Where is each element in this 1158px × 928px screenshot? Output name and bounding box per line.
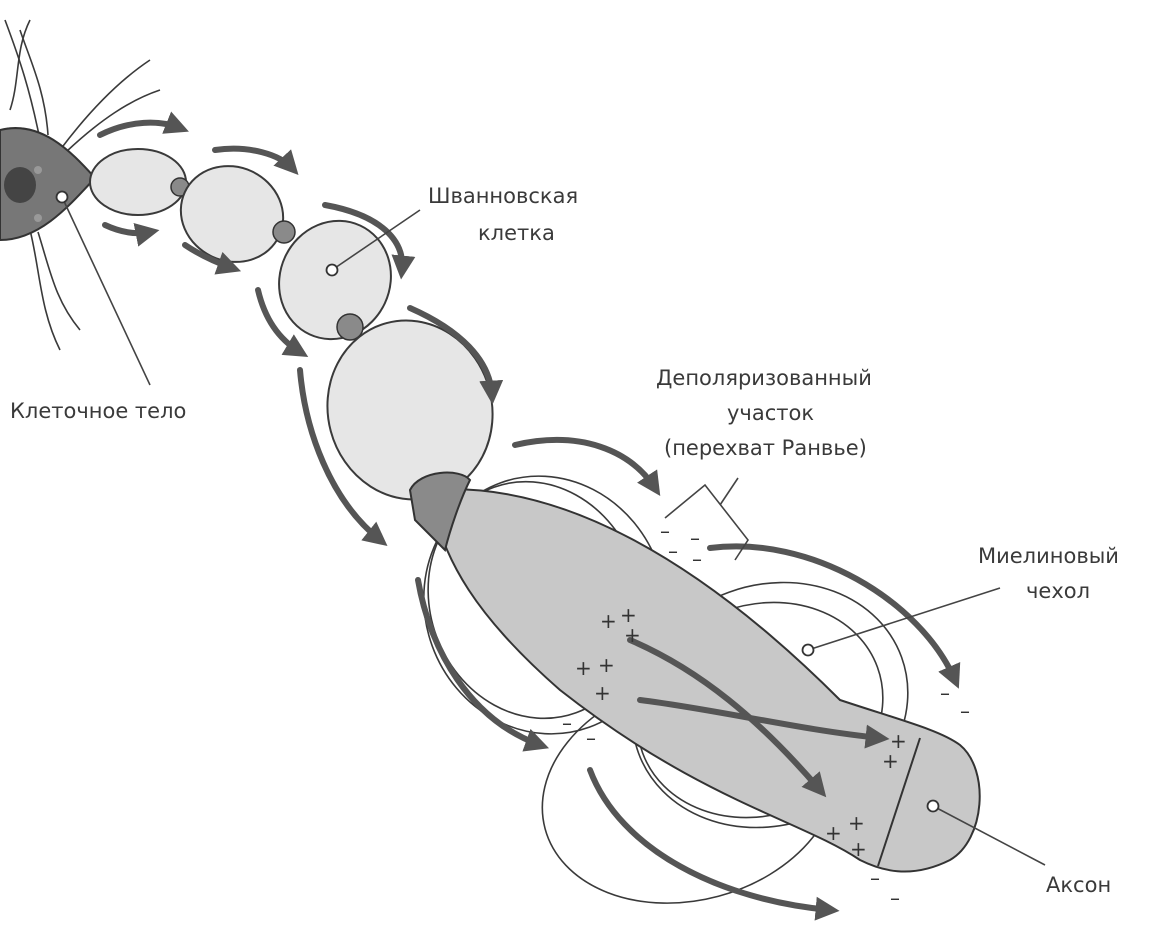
minus-sign: – — [940, 681, 950, 705]
label-depolarized-line2: участок — [727, 401, 814, 425]
plus-sign: + — [850, 837, 867, 861]
axon-pointer-dot — [928, 801, 939, 812]
cell-body — [0, 128, 95, 240]
minus-sign: – — [890, 886, 900, 910]
plus-sign: + — [848, 811, 865, 835]
minus-sign: – — [586, 726, 596, 750]
minus-sign: – — [870, 866, 880, 890]
cell-body-pointer-dot — [57, 192, 68, 203]
minus-sign: – — [562, 711, 572, 735]
plus-sign: + — [600, 609, 617, 633]
sheath-segment-2 — [165, 149, 299, 278]
plus-sign: + — [825, 821, 842, 845]
plus-sign: + — [624, 623, 641, 647]
myelin-pointer-dot — [803, 645, 814, 656]
plus-sign: + — [575, 656, 592, 680]
label-myelin-line2: чехол — [1026, 579, 1090, 603]
plus-sign: + — [594, 681, 611, 705]
label-depolarized-line3: (перехват Ранвье) — [664, 436, 867, 460]
label-axon: Аксон — [1046, 873, 1111, 897]
label-depolarized-line1: Деполяризованный — [656, 366, 872, 390]
schwann-pointer-dot — [327, 265, 338, 276]
sheath-segment-1 — [90, 149, 186, 215]
minus-sign: – — [668, 539, 678, 563]
label-myelin-line1: Миелиновый — [978, 544, 1119, 568]
label-schwann-cell-line2: клетка — [478, 221, 555, 245]
plus-sign: + — [882, 749, 899, 773]
minus-sign: – — [692, 547, 702, 571]
label-cell-body: Клеточное тело — [10, 399, 186, 423]
plus-sign: + — [598, 653, 615, 677]
label-schwann-cell-line1: Шванновская — [428, 184, 578, 208]
minus-sign: – — [960, 699, 970, 723]
